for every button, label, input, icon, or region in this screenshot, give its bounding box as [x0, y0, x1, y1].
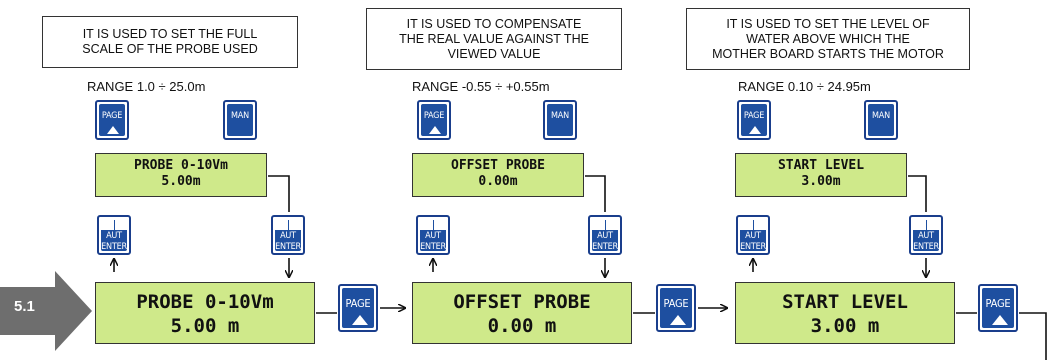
man-key[interactable]: MAN [223, 100, 257, 140]
page-up-key[interactable]: PAGE [417, 100, 451, 140]
aut-enter-key[interactable]: AUT ENTER [416, 215, 450, 255]
enter-label: ENTER [592, 242, 618, 252]
aut-enter-key[interactable]: AUT ENTER [97, 215, 131, 255]
probe-main-display: PROBE 0-10Vm 5.00 m [95, 282, 315, 344]
aut-label: AUT [745, 231, 761, 241]
edit-to-enter-line [268, 175, 290, 212]
page-key-label: PAGE [663, 297, 689, 310]
offset-range: RANGE -0.55 ÷ +0.55m [412, 79, 550, 94]
page-key-label: PAGE [101, 111, 123, 121]
step-label: 5.1 [14, 298, 35, 315]
enter-label: ENTER [420, 242, 446, 252]
offset-main-line2: 0.00 m [487, 315, 557, 337]
up-triangle-icon [992, 315, 1008, 325]
offset-edit-line2: 0.00m [478, 174, 518, 189]
enter-label: ENTER [913, 242, 939, 252]
up-triangle-icon [429, 126, 441, 134]
step-arrow-icon [0, 271, 92, 351]
start-level-main-line2: 3.00 m [810, 315, 880, 337]
page-key-label: PAGE [423, 111, 445, 121]
man-key-label: MAN [872, 111, 890, 121]
start-level-main-line1: START LEVEL [782, 291, 908, 313]
offset-edit-display: OFFSET PROBE 0.00m [412, 153, 584, 197]
page-up-key[interactable]: PAGE [737, 100, 771, 140]
aut-label: AUT [597, 231, 613, 241]
page-key[interactable]: PAGE [656, 284, 696, 332]
start-level-edit-line1: START LEVEL [777, 158, 865, 173]
offset-main-line1: OFFSET PROBE [453, 291, 591, 313]
probe-main-line1: PROBE 0-10Vm [136, 291, 274, 313]
aut-label: AUT [425, 231, 441, 241]
man-key-label: MAN [551, 111, 569, 121]
start-level-edit-display: START LEVEL 3.00m [735, 153, 907, 197]
page-key-label: PAGE [743, 111, 765, 121]
probe-main-line2: 5.00 m [170, 315, 240, 337]
start-level-main-display: START LEVEL 3.00 m [735, 282, 955, 344]
edit-to-enter-line [585, 175, 606, 212]
aut-enter-key[interactable]: AUT ENTER [736, 215, 770, 255]
start-level-edit-line2: 3.00m [801, 174, 841, 189]
page-key[interactable]: PAGE [338, 284, 378, 332]
aut-label: AUT [280, 231, 296, 241]
probe-edit-line1: PROBE 0-10Vm [134, 158, 228, 173]
offset-edit-line1: OFFSET PROBE [451, 158, 545, 173]
enter-label: ENTER [275, 242, 301, 252]
aut-label: AUT [918, 231, 934, 241]
start-level-range: RANGE 0.10 ÷ 24.95m [738, 79, 871, 94]
up-triangle-icon [670, 315, 686, 325]
man-key-label: MAN [231, 111, 249, 121]
probe-edit-display: PROBE 0-10Vm 5.00m [95, 153, 267, 197]
enter-label: ENTER [101, 242, 127, 252]
man-key[interactable]: MAN [864, 100, 898, 140]
edit-to-enter-line [908, 175, 927, 212]
man-key[interactable]: MAN [543, 100, 577, 140]
enter-label: ENTER [740, 242, 766, 252]
probe-description: IT IS USED TO SET THE FULL SCALE OF THE … [42, 16, 298, 68]
up-triangle-icon [749, 126, 761, 134]
aut-enter-key[interactable]: AUT ENTER [271, 215, 305, 255]
aut-label: AUT [106, 231, 122, 241]
offset-main-display: OFFSET PROBE 0.00 m [412, 282, 632, 344]
page-key[interactable]: PAGE [978, 284, 1018, 332]
probe-range: RANGE 1.0 ÷ 25.0m [87, 79, 206, 94]
up-triangle-icon [107, 126, 119, 134]
aut-enter-key[interactable]: AUT ENTER [909, 215, 943, 255]
page-key-label: PAGE [345, 297, 371, 310]
aut-enter-key[interactable]: AUT ENTER [588, 215, 622, 255]
probe-edit-line2: 5.00m [161, 174, 201, 189]
continue-line [1019, 312, 1047, 360]
offset-description: IT IS USED TO COMPENSATE THE REAL VALUE … [366, 8, 622, 70]
start-level-description: IT IS USED TO SET THE LEVEL OF WATER ABO… [686, 8, 970, 70]
up-triangle-icon [352, 315, 368, 325]
page-key-label: PAGE [985, 297, 1011, 310]
page-up-key[interactable]: PAGE [95, 100, 129, 140]
